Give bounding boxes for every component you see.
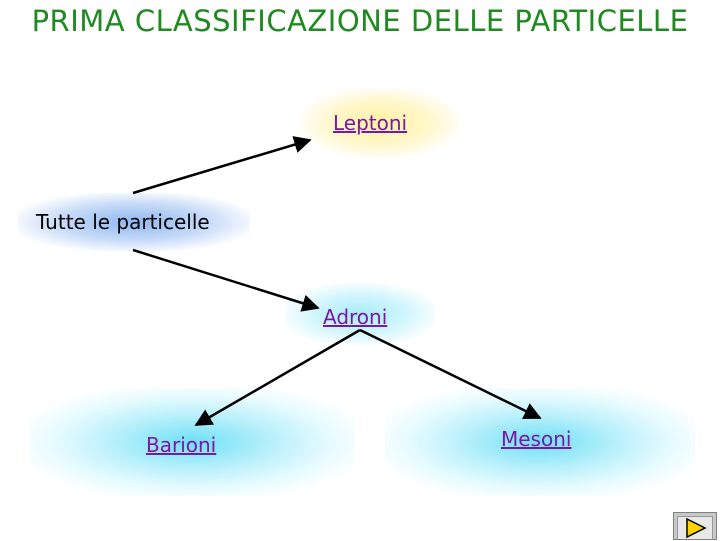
leptoni-glow (300, 88, 460, 158)
node-tutte-le-particelle: Tutte le particelle (36, 210, 210, 234)
next-slide-button[interactable] (673, 512, 717, 540)
barioni-glow (30, 388, 355, 496)
node-leptoni-link[interactable]: Leptoni (333, 111, 408, 135)
arrow-adroni-to-barioni (194, 328, 361, 427)
arrow-tutte-to-adroni (132, 248, 320, 312)
arrow-tutte-to-leptoni (132, 136, 312, 195)
node-adroni-link[interactable]: Adroni (323, 305, 388, 329)
node-barioni-link[interactable]: Barioni (146, 433, 217, 457)
play-icon (686, 517, 707, 539)
node-mesoni-link[interactable]: Mesoni (501, 427, 572, 451)
tutte-glow (18, 193, 250, 251)
arrow-adroni-to-mesoni (359, 328, 542, 420)
adroni-glow (285, 283, 435, 345)
slide-title: PRIMA CLASSIFICAZIONE DELLE PARTICELLE (31, 4, 689, 38)
